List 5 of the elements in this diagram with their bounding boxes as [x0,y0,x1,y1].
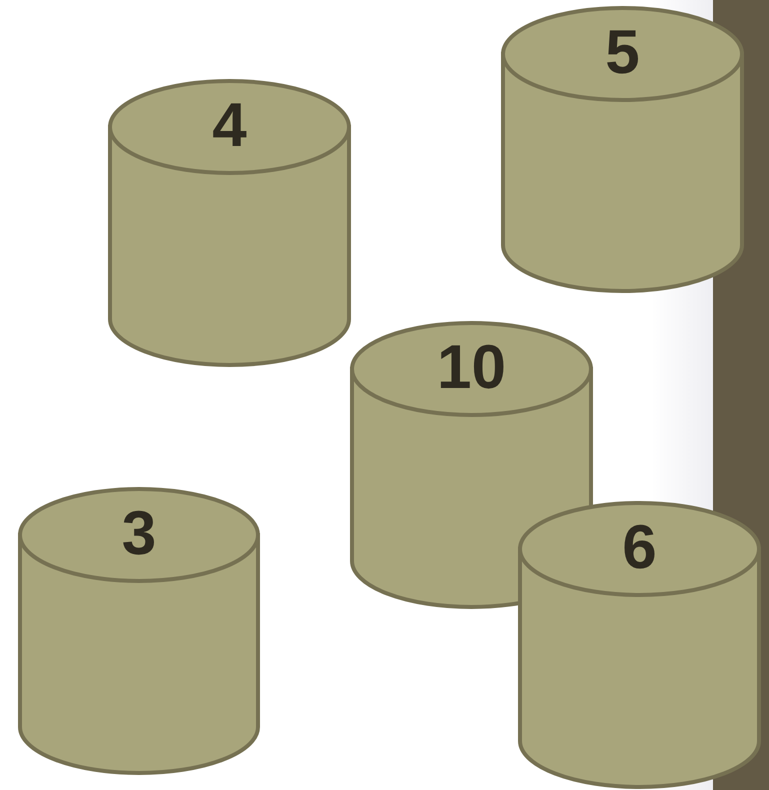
cylinder-number: 3 [120,503,158,565]
cylinder-number: 5 [604,22,641,84]
cylinder-number: 6 [621,517,658,579]
cylinder-number: 10 [436,337,507,399]
cylinder-number: 4 [211,95,248,157]
